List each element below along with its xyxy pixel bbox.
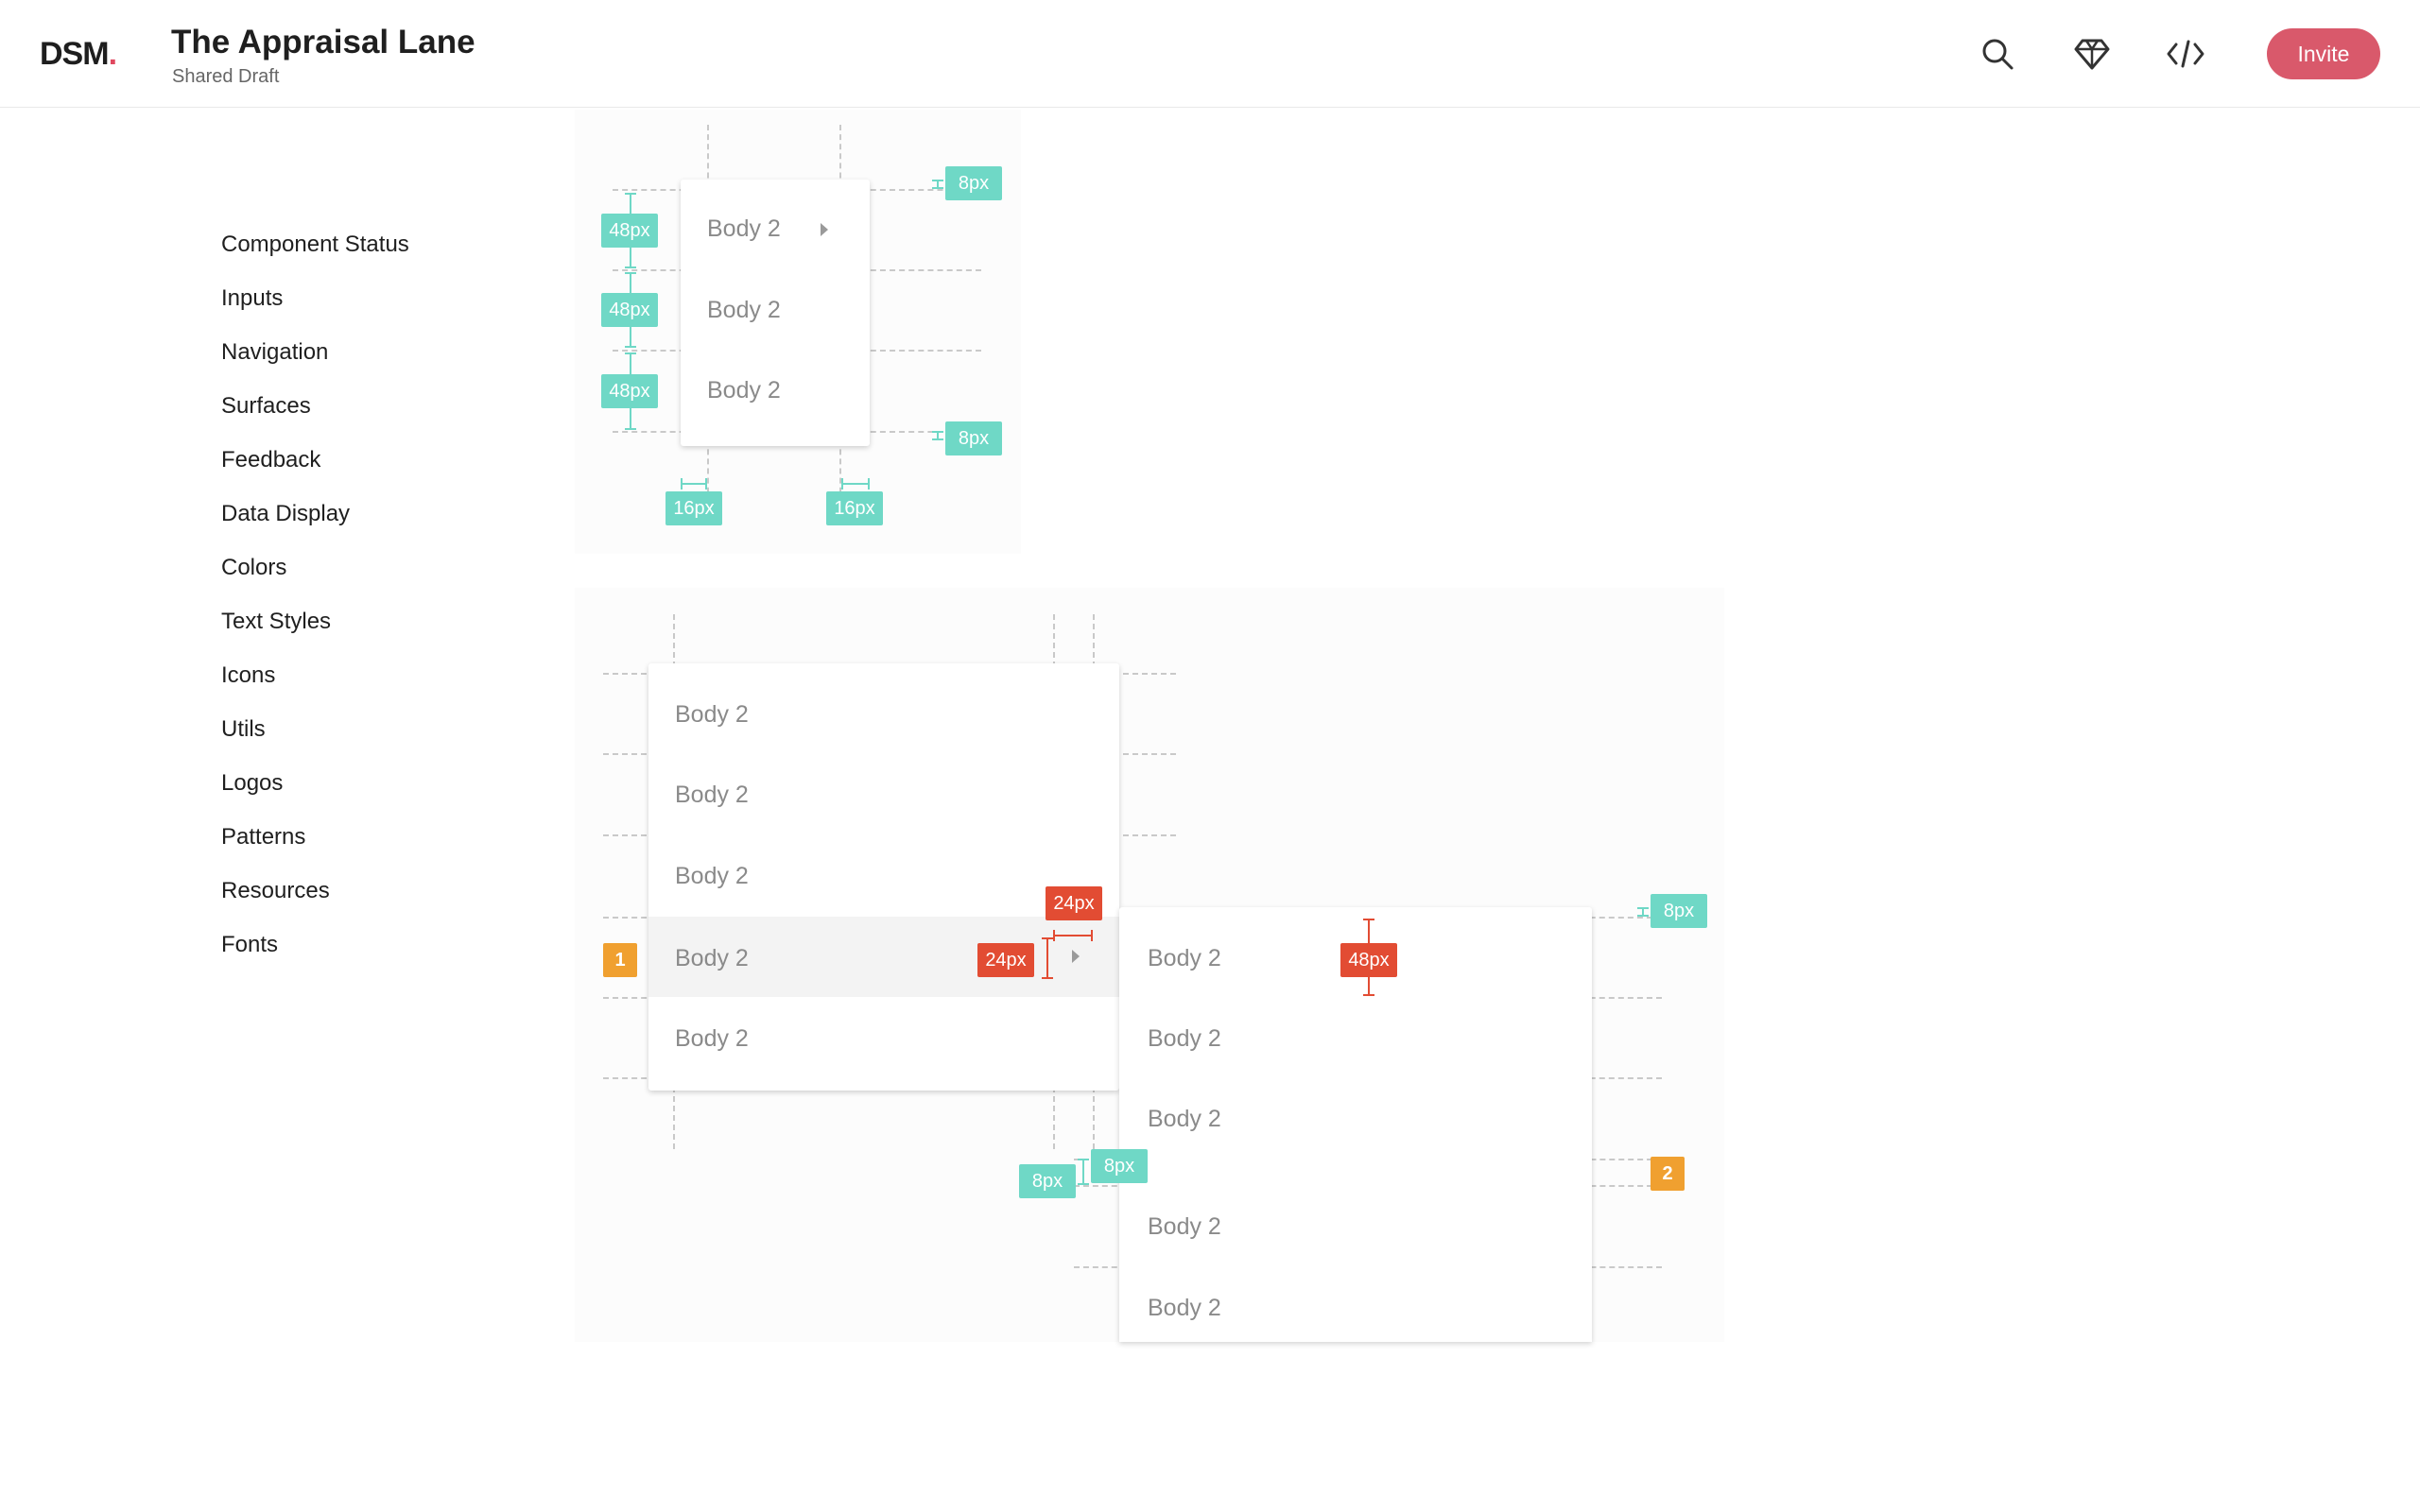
sidebar-item-colors[interactable]: Colors xyxy=(221,555,287,580)
submenu-row[interactable]: Body 2 xyxy=(1119,997,1592,1077)
spec-tag-row-height: 48px xyxy=(601,293,658,327)
spec-tag-padding: 8px xyxy=(1019,1164,1076,1198)
sidebar-item-navigation[interactable]: Navigation xyxy=(221,339,329,365)
spec-tag-row-height: 48px xyxy=(601,374,658,408)
dsm-logo[interactable]: DSM. xyxy=(40,36,117,72)
caret-right-icon xyxy=(821,223,828,236)
sidebar-item-icons[interactable]: Icons xyxy=(221,662,276,688)
submenu-row[interactable]: Body 2 xyxy=(1119,917,1592,997)
menu-row[interactable]: Body 2 xyxy=(648,834,1119,915)
spacing-bracket xyxy=(1053,930,1093,941)
spec-tag-padding: 8px xyxy=(1091,1149,1148,1183)
menu-row-label: Body 2 xyxy=(1148,1213,1221,1240)
menu-surface: Body 2 Body 2 Body 2 xyxy=(681,180,870,446)
menu-row-label: Body 2 xyxy=(1148,945,1221,971)
sidebar-item-utils[interactable]: Utils xyxy=(221,716,266,742)
spacing-bracket xyxy=(841,478,870,490)
spec-panel-top: Body 2 Body 2 Body 2 48px 48px 48px 8px … xyxy=(575,110,1021,554)
menu-row[interactable]: Body 2 xyxy=(681,189,870,269)
sidebar-item-component-status[interactable]: Component Status xyxy=(221,232,409,257)
sidebar-item-resources[interactable]: Resources xyxy=(221,878,330,903)
menu-row-label: Body 2 xyxy=(675,863,749,889)
marker-badge-1: 1 xyxy=(603,943,637,977)
invite-button[interactable]: Invite xyxy=(2267,28,2380,79)
menu-surface-main: Body 2 Body 2 Body 2 Body 2 Body 2 xyxy=(648,663,1119,1091)
sidebar-item-inputs[interactable]: Inputs xyxy=(221,285,284,311)
app-header: DSM. The Appraisal Lane Shared Draft Inv… xyxy=(0,0,2420,108)
spacing-bracket xyxy=(932,180,943,189)
submenu-row[interactable]: Body 2 xyxy=(1119,1077,1592,1158)
spec-tag-caret-height: 24px xyxy=(977,943,1034,977)
marker-badge-2: 2 xyxy=(1651,1157,1685,1191)
submenu-row[interactable]: Body 2 xyxy=(1119,1266,1592,1347)
spec-panel-bottom: Body 2 Body 2 Body 2 Body 2 Body 2 Body … xyxy=(575,588,1724,1342)
menu-row[interactable]: Body 2 xyxy=(648,997,1119,1077)
sidebar-item-data-display[interactable]: Data Display xyxy=(221,501,351,526)
sidebar-item-feedback[interactable]: Feedback xyxy=(221,447,321,472)
sidebar-item-patterns[interactable]: Patterns xyxy=(221,824,306,850)
menu-row-label: Body 2 xyxy=(675,782,749,808)
code-icon[interactable] xyxy=(2166,34,2205,74)
spacing-bracket xyxy=(681,478,707,490)
caret-right-icon xyxy=(1072,950,1080,963)
menu-surface-submenu: Body 2 Body 2 Body 2 Body 2 Body 2 xyxy=(1119,907,1592,1342)
spacing-bracket xyxy=(1637,907,1649,917)
menu-row-active[interactable]: Body 2 xyxy=(648,917,1119,997)
sidebar-nav: Component Status Inputs Navigation Surfa… xyxy=(221,223,505,977)
search-icon[interactable] xyxy=(1978,34,2017,74)
project-subtitle: Shared Draft xyxy=(172,66,280,87)
spec-tag-side-padding: 16px xyxy=(826,491,883,525)
spacing-bracket xyxy=(1078,1159,1089,1185)
spec-tag-padding: 8px xyxy=(1651,894,1707,928)
menu-row-label: Body 2 xyxy=(707,215,781,242)
menu-row-label: Body 2 xyxy=(707,377,781,404)
menu-row[interactable]: Body 2 xyxy=(648,753,1119,833)
submenu-row[interactable]: Body 2 xyxy=(1119,1185,1592,1265)
sidebar-item-surfaces[interactable]: Surfaces xyxy=(221,393,311,419)
spec-tag-padding: 8px xyxy=(945,166,1002,200)
spec-tag-submenu-row-height: 48px xyxy=(1340,943,1397,977)
diamond-icon[interactable] xyxy=(2072,34,2112,74)
project-title: The Appraisal Lane xyxy=(171,24,475,60)
menu-row-label: Body 2 xyxy=(675,701,749,728)
spec-tag-padding: 8px xyxy=(945,421,1002,455)
menu-row-label: Body 2 xyxy=(707,297,781,323)
menu-row[interactable]: Body 2 xyxy=(648,673,1119,753)
spacing-bracket xyxy=(932,431,943,440)
menu-row-label: Body 2 xyxy=(675,1025,749,1052)
spec-tag-row-height: 48px xyxy=(601,214,658,248)
sidebar-item-text-styles[interactable]: Text Styles xyxy=(221,609,332,634)
spec-tag-caret-width: 24px xyxy=(1046,886,1102,920)
menu-row[interactable]: Body 2 xyxy=(681,270,870,351)
menu-row[interactable]: Body 2 xyxy=(681,351,870,431)
menu-row-label: Body 2 xyxy=(1148,1295,1221,1321)
menu-row-label: Body 2 xyxy=(1148,1106,1221,1132)
spec-tag-side-padding: 16px xyxy=(666,491,722,525)
menu-row-label: Body 2 xyxy=(1148,1025,1221,1052)
spacing-bracket xyxy=(1042,937,1053,979)
sidebar-item-logos[interactable]: Logos xyxy=(221,770,284,796)
menu-row-label: Body 2 xyxy=(675,945,749,971)
sidebar-item-fonts[interactable]: Fonts xyxy=(221,932,279,957)
